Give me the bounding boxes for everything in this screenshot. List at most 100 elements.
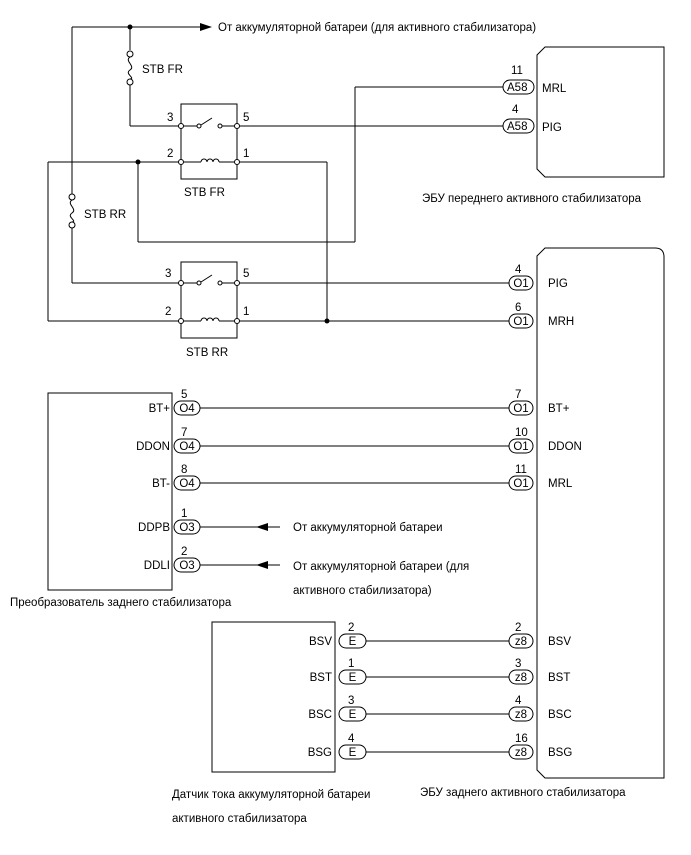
sensor-pin-name: BST <box>310 672 332 684</box>
sensor-pin-num: 2 <box>348 622 354 634</box>
converter-pin-num: 7 <box>181 427 187 439</box>
rear-ecu: ЭБУ заднего активного стабилизатора <box>420 247 665 799</box>
rear-converter: Преобразователь заднего стабилизатора <box>10 392 232 609</box>
rear-ecu-connector: O1 <box>513 403 528 415</box>
converter-connector: O3 <box>179 522 194 534</box>
converter-connector-oval <box>173 557 201 573</box>
relay-fr-label: STB FR <box>184 187 225 199</box>
relay-stb-rr: 3 5 2 1 STB RR <box>165 261 249 359</box>
rear-ecu-connector-oval <box>508 275 534 291</box>
converter-pin-num: 2 <box>181 546 187 558</box>
converter-pin-name: BT+ <box>149 403 171 415</box>
sensor-pin-name: BSC <box>308 709 332 721</box>
converter-pin-name: DDON <box>136 441 170 453</box>
rear-ecu-pin-name: BST <box>548 672 570 684</box>
fuse-stb-fr: STB FR <box>126 50 183 86</box>
relay-fr-pin3: 3 <box>167 112 173 124</box>
rear-ecu-connector-oval <box>508 475 534 491</box>
sensor-label-line1: Датчик тока аккумуляторной батареи <box>172 789 370 801</box>
rear-ecu-pin-name: MRH <box>548 316 574 328</box>
arrow-battery-top <box>200 23 212 31</box>
junction-dot <box>127 24 133 30</box>
arrow-battery-ddpb <box>256 523 268 531</box>
converter-connector: O4 <box>179 441 195 453</box>
relay-stb-fr: 3 5 2 1 STB FR <box>167 103 249 199</box>
rear-ecu-pin-num: 7 <box>515 389 521 401</box>
rear-ecu-pin-num: 10 <box>515 427 528 439</box>
rear-ecu-pin-num: 16 <box>515 733 528 745</box>
front-ecu: ЭБУ переднего активного стабилизатора 11… <box>422 46 665 205</box>
rear-ecu-pin-num: 6 <box>515 302 521 314</box>
rear-ecu-connector-oval <box>508 313 534 329</box>
sensor-connector: E <box>349 747 357 759</box>
rear-ecu-pin-name: BSV <box>548 636 571 648</box>
sensor-label-line2: активного стабилизатора <box>172 813 307 825</box>
relay-rr-pin1: 1 <box>243 306 249 318</box>
battery-source-top-label: От аккумуляторной батареи (для активного… <box>218 22 536 34</box>
sensor-pin-num: 1 <box>348 658 354 670</box>
converter-connector-oval <box>173 438 201 454</box>
sensor-connector-oval <box>338 706 367 722</box>
sensor-connector: E <box>349 636 357 648</box>
front-ecu-pin-name: PIG <box>542 122 562 134</box>
rear-ecu-pin-name: BSG <box>548 747 572 759</box>
rear-ecu-connector: z8 <box>515 636 527 648</box>
sensor-pin-name: BSG <box>308 747 332 759</box>
converter-pin-name: DDPB <box>138 522 170 534</box>
battery-source-ddli-label-line2: активного стабилизатора) <box>293 585 432 597</box>
wires <box>47 26 509 753</box>
front-ecu-pin-num: 4 <box>512 104 519 116</box>
converter-pin-name: BT- <box>152 478 170 490</box>
front-ecu-connector: A58 <box>507 121 527 133</box>
arrows <box>200 23 268 569</box>
relay-rr-pin2: 2 <box>165 306 171 318</box>
fuse-fr-label: STB FR <box>142 64 183 76</box>
front-ecu-connector: A58 <box>507 82 527 94</box>
converter-pin-num: 8 <box>181 464 187 476</box>
sensor-connector: E <box>349 709 357 721</box>
rear-ecu-connector: O1 <box>513 478 528 490</box>
rear-ecu-connector-oval <box>508 744 534 760</box>
relay-fr-pin1: 1 <box>243 148 249 160</box>
converter-pin-name: DDLI <box>144 560 170 572</box>
converter-pin-num: 5 <box>181 389 187 401</box>
rear-ecu-pin-num: 2 <box>515 622 521 634</box>
converter-pin-num: 1 <box>181 508 187 520</box>
rear-ecu-pin-name: MRL <box>548 478 573 490</box>
rear-ecu-connector: O1 <box>513 316 528 328</box>
converter-connector: O4 <box>179 403 195 415</box>
rear-ecu-pin-name: BT+ <box>548 403 570 415</box>
relay-rr-label: STB RR <box>186 347 228 359</box>
junction-dot <box>324 318 330 324</box>
rear-ecu-pin-name: DDON <box>548 441 582 453</box>
converter-connector-oval <box>173 475 201 491</box>
relay-rr-pin3: 3 <box>165 268 171 280</box>
fuse-stb-rr: STB RR <box>68 193 126 229</box>
current-sensor: Датчик тока аккумуляторной батареи актив… <box>172 621 370 825</box>
relay-rr-pin5: 5 <box>243 268 249 280</box>
junctions <box>127 24 330 324</box>
rear-ecu-pin-name: BSC <box>548 709 572 721</box>
sensor-connector-oval <box>338 744 367 760</box>
rear-ecu-connector-oval <box>508 438 534 454</box>
relay-fr-pin2: 2 <box>167 148 173 160</box>
sensor-pin-num: 3 <box>348 695 354 707</box>
sensor-pin-num: 4 <box>348 733 355 745</box>
battery-source-ddpb-label: От аккумуляторной батареи <box>293 522 443 534</box>
relay-fr-pin5: 5 <box>243 112 249 124</box>
rear-ecu-connector-oval <box>508 400 534 416</box>
sensor-pin-name: BSV <box>309 636 332 648</box>
rear-ecu-connector: O1 <box>513 441 528 453</box>
converter-label: Преобразователь заднего стабилизатора <box>10 597 232 609</box>
rear-ecu-pin-num: 4 <box>515 264 522 276</box>
sensor-connector-oval <box>338 633 367 649</box>
rear-ecu-connector-oval <box>508 633 534 649</box>
rear-ecu-connector: z8 <box>515 747 527 759</box>
sensor-connector-oval <box>338 669 367 685</box>
rear-ecu-pin-num: 4 <box>515 695 522 707</box>
converter-connector: O3 <box>179 560 194 572</box>
